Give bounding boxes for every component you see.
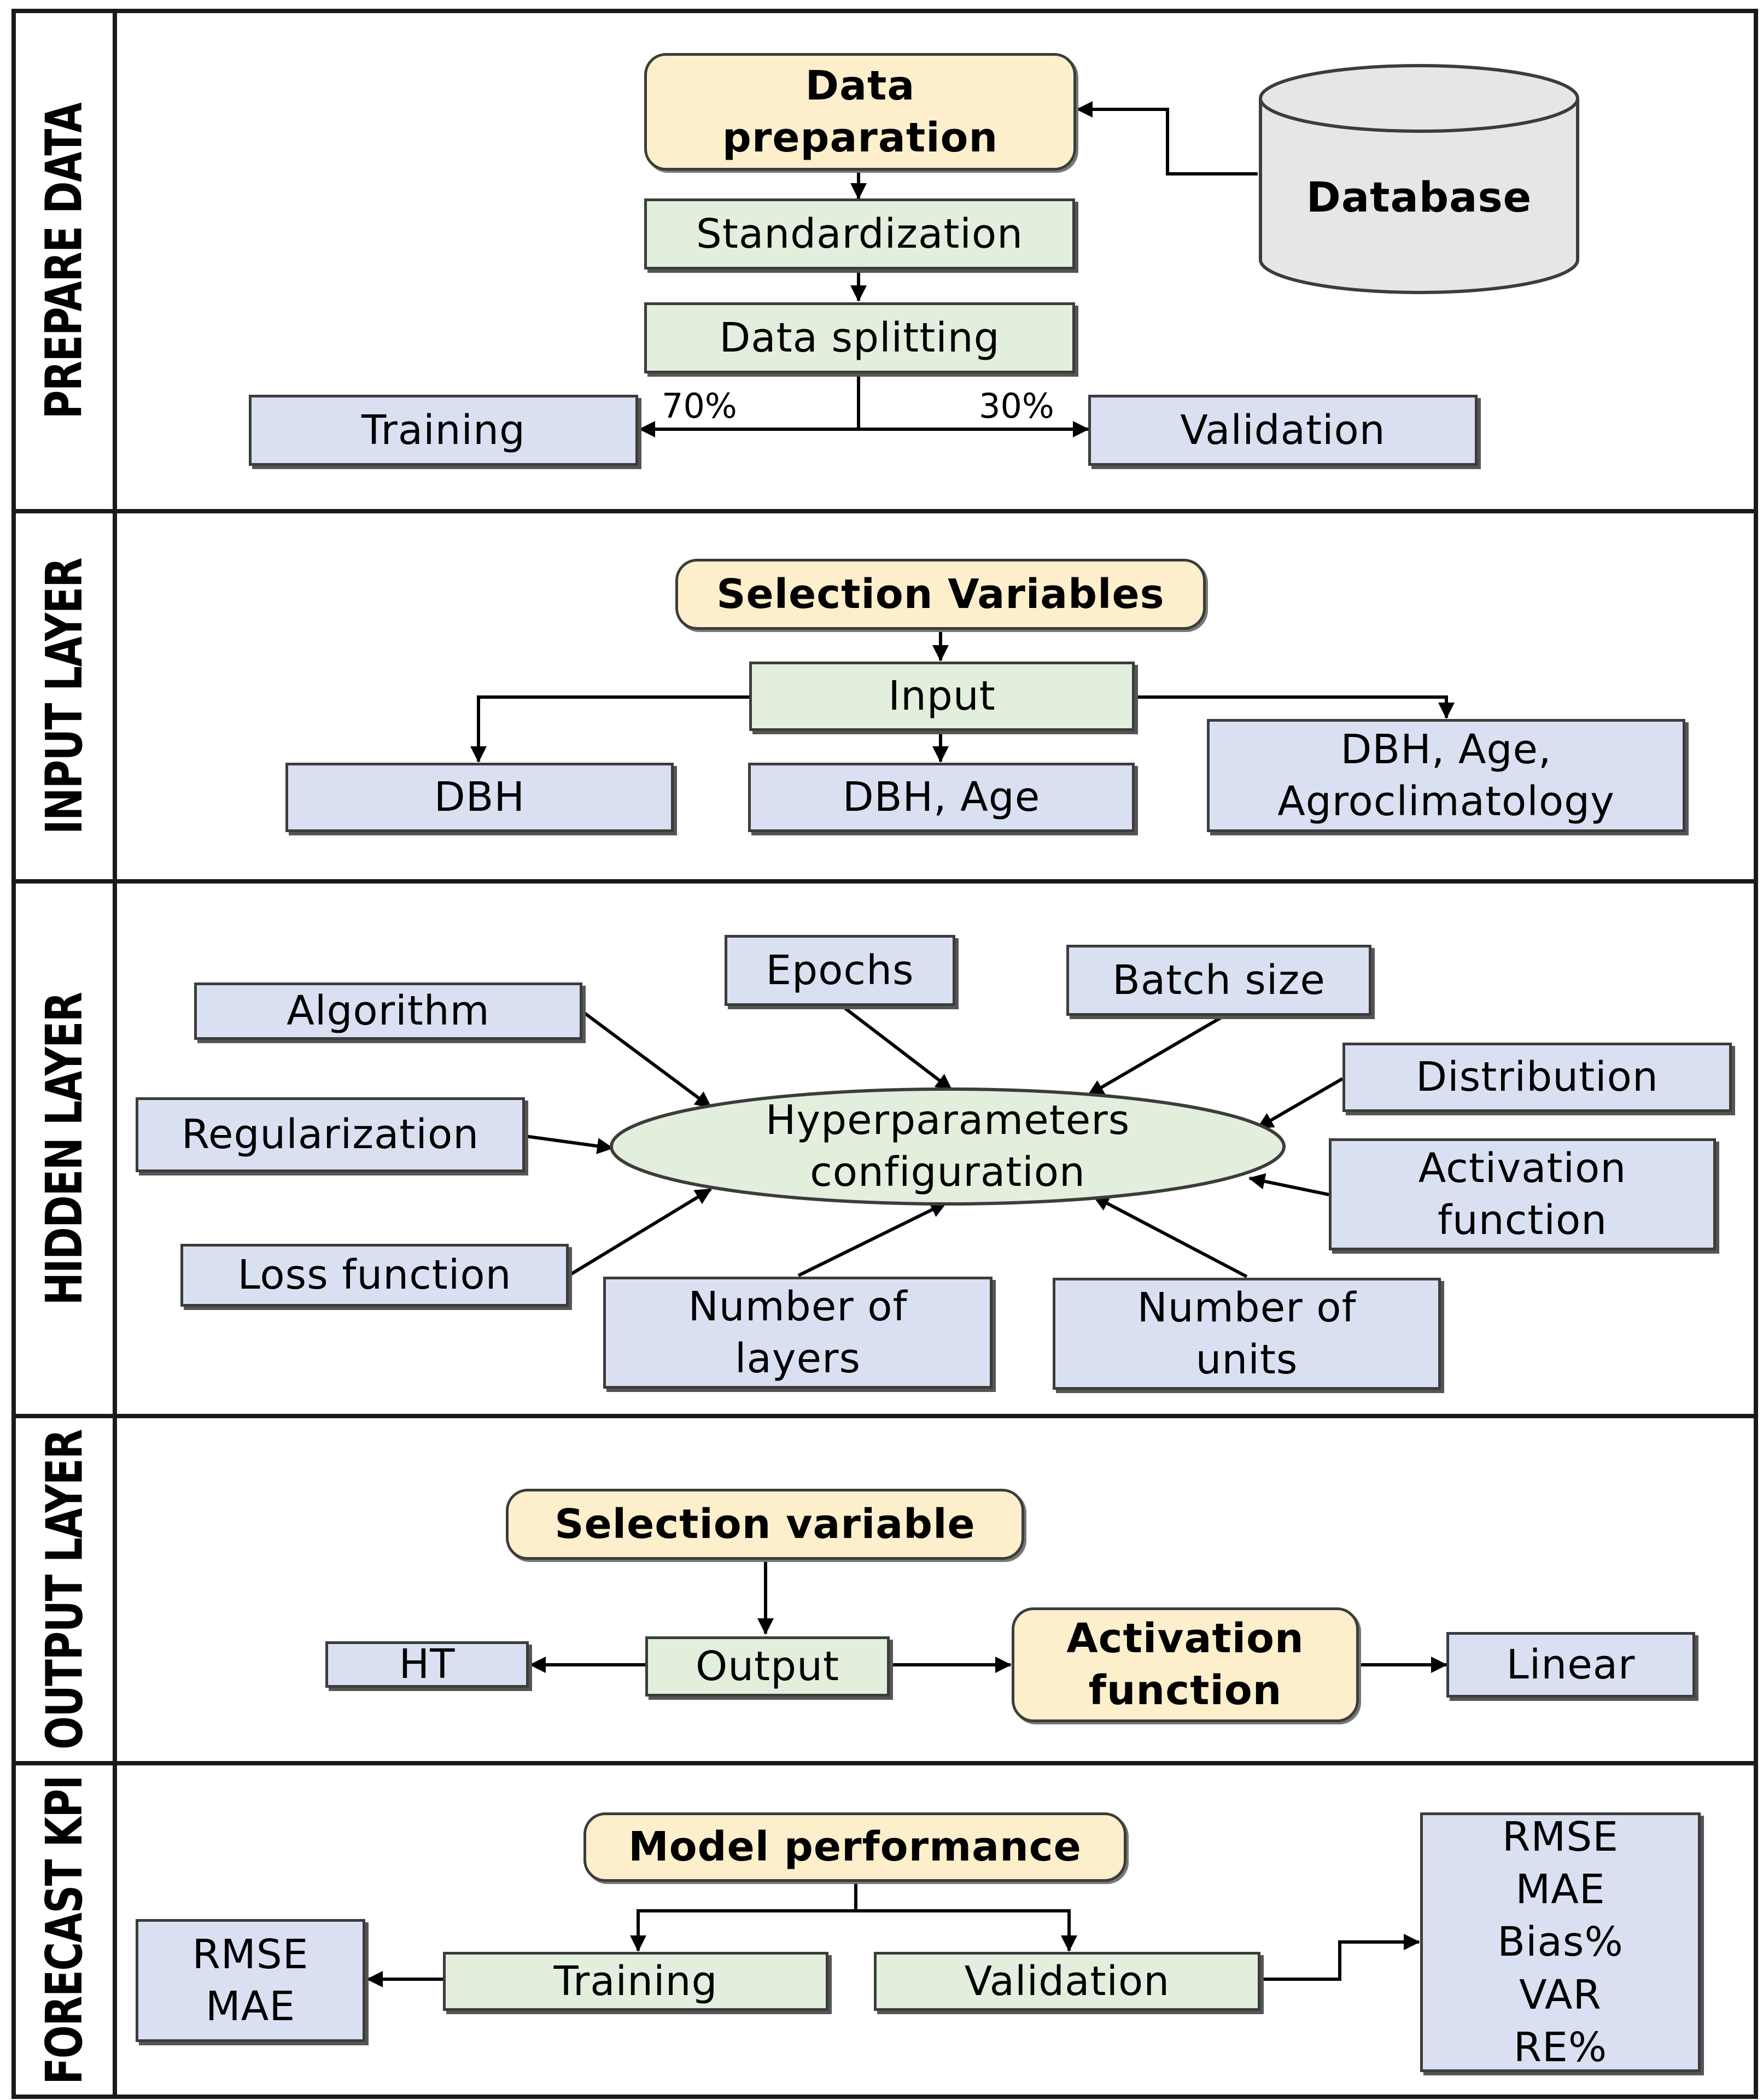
- number-of-layers-box: Number of layers: [603, 1277, 993, 1389]
- activation-function-output-box: Activation function: [1012, 1607, 1359, 1722]
- data-preparation-box: Data preparation: [644, 53, 1076, 171]
- training-label: Training: [361, 406, 526, 454]
- validation-metric: RMSE: [1502, 1814, 1619, 1861]
- data-preparation-line2: preparation: [722, 114, 999, 161]
- validation-metrics-box: RMSE MAE Bias% VAR RE%: [1420, 1812, 1701, 2072]
- input-box: Input: [749, 662, 1135, 731]
- kpi-training-label: Training: [553, 1957, 718, 2005]
- ht-label: HT: [399, 1641, 456, 1688]
- training-metrics-box: RMSE MAE: [136, 1919, 365, 2042]
- number-of-layers-line1: Number of: [688, 1283, 908, 1330]
- algorithm-box: Algorithm: [194, 982, 582, 1040]
- section-label-forecast-kpi: FORECAST KPI: [35, 1775, 94, 2085]
- batch-size-box: Batch size: [1066, 945, 1371, 1016]
- number-of-units-line1: Number of: [1137, 1284, 1357, 1331]
- selection-variables-box: Selection Variables: [675, 559, 1206, 630]
- loss-function-box: Loss function: [180, 1244, 569, 1307]
- regularization-label: Regularization: [181, 1111, 480, 1159]
- kpi-validation-label: Validation: [964, 1957, 1170, 2005]
- validation-box: Validation: [1088, 395, 1478, 466]
- dbh-box: DBH: [285, 763, 674, 832]
- validation-metric: Bias%: [1497, 1918, 1624, 1966]
- training-metric: MAE: [205, 1982, 296, 2030]
- dbh-age-agro-line2: Agroclimatology: [1277, 777, 1615, 825]
- input-label: Input: [888, 672, 996, 720]
- selection-variables-label: Selection Variables: [716, 570, 1165, 618]
- activation-function-hidden-box: Activation function: [1329, 1138, 1716, 1250]
- training-metric: RMSE: [192, 1931, 309, 1978]
- epochs-box: Epochs: [725, 935, 955, 1006]
- linear-label: Linear: [1506, 1641, 1636, 1688]
- data-splitting-label: Data splitting: [719, 314, 1000, 361]
- standardization-label: Standardization: [696, 210, 1024, 258]
- algorithm-label: Algorithm: [287, 987, 490, 1035]
- model-performance-label: Model performance: [628, 1823, 1082, 1871]
- hyperparameters-label: Hyperparameters configuration: [611, 1090, 1284, 1203]
- activation-hidden-line1: Activation: [1418, 1144, 1627, 1192]
- section-output-layer: OUTPUT LAYER: [14, 1416, 1756, 1763]
- dbh-age-box: DBH, Age: [748, 763, 1135, 832]
- dbh-age-agroclimatology-box: DBH, Age, Agroclimatology: [1207, 719, 1685, 832]
- section-label-hidden-layer: HIDDEN LAYER: [35, 992, 94, 1305]
- ht-box: HT: [325, 1641, 529, 1688]
- activation-output-line2: function: [1088, 1667, 1282, 1714]
- selection-variable-label: Selection variable: [554, 1500, 976, 1548]
- distribution-label: Distribution: [1416, 1054, 1659, 1101]
- section-label-prepare-data: PREPARE DATA: [35, 103, 94, 419]
- number-of-units-box: Number of units: [1053, 1278, 1441, 1390]
- database-label: Database: [1306, 172, 1532, 221]
- validation-metric: RE%: [1513, 2023, 1608, 2071]
- activation-output-line1: Activation: [1066, 1615, 1304, 1663]
- kpi-training-box: Training: [443, 1952, 828, 2011]
- validation-metric: VAR: [1519, 1971, 1602, 2019]
- number-of-layers-line2: layers: [734, 1335, 861, 1382]
- section-label-input-layer: INPUT LAYER: [35, 558, 94, 835]
- number-of-units-line2: units: [1195, 1336, 1298, 1383]
- loss-function-label: Loss function: [237, 1251, 512, 1299]
- output-box: Output: [645, 1636, 890, 1697]
- dbh-age-label: DBH, Age: [842, 774, 1041, 821]
- batch-size-label: Batch size: [1112, 956, 1326, 1004]
- validation-label: Validation: [1180, 406, 1386, 454]
- section-label-output-layer: OUTPUT LAYER: [35, 1430, 94, 1750]
- train-percent: 70%: [662, 386, 737, 426]
- linear-box: Linear: [1446, 1632, 1695, 1698]
- standardization-box: Standardization: [644, 198, 1075, 270]
- data-splitting-box: Data splitting: [644, 302, 1075, 373]
- validation-metric: MAE: [1515, 1866, 1606, 1914]
- activation-hidden-line2: function: [1437, 1196, 1608, 1244]
- hyperparameters-line2: configuration: [810, 1149, 1085, 1196]
- data-preparation-line1: Data: [805, 62, 915, 109]
- dbh-age-agro-line1: DBH, Age,: [1340, 726, 1552, 773]
- hyperparameters-ellipse: [610, 1087, 1286, 1206]
- kpi-validation-box: Validation: [874, 1952, 1260, 2011]
- training-box: Training: [249, 395, 638, 466]
- regularization-box: Regularization: [136, 1097, 525, 1172]
- epochs-label: Epochs: [766, 946, 914, 994]
- selection-variable-box: Selection variable: [506, 1489, 1024, 1560]
- database-icon: [1259, 64, 1579, 294]
- model-performance-box: Model performance: [583, 1812, 1126, 1882]
- output-label: Output: [695, 1642, 840, 1690]
- hyperparameters-line1: Hyperparameters: [765, 1097, 1130, 1144]
- dbh-label: DBH: [434, 774, 526, 821]
- distribution-box: Distribution: [1342, 1043, 1732, 1112]
- validation-percent: 30%: [979, 386, 1054, 426]
